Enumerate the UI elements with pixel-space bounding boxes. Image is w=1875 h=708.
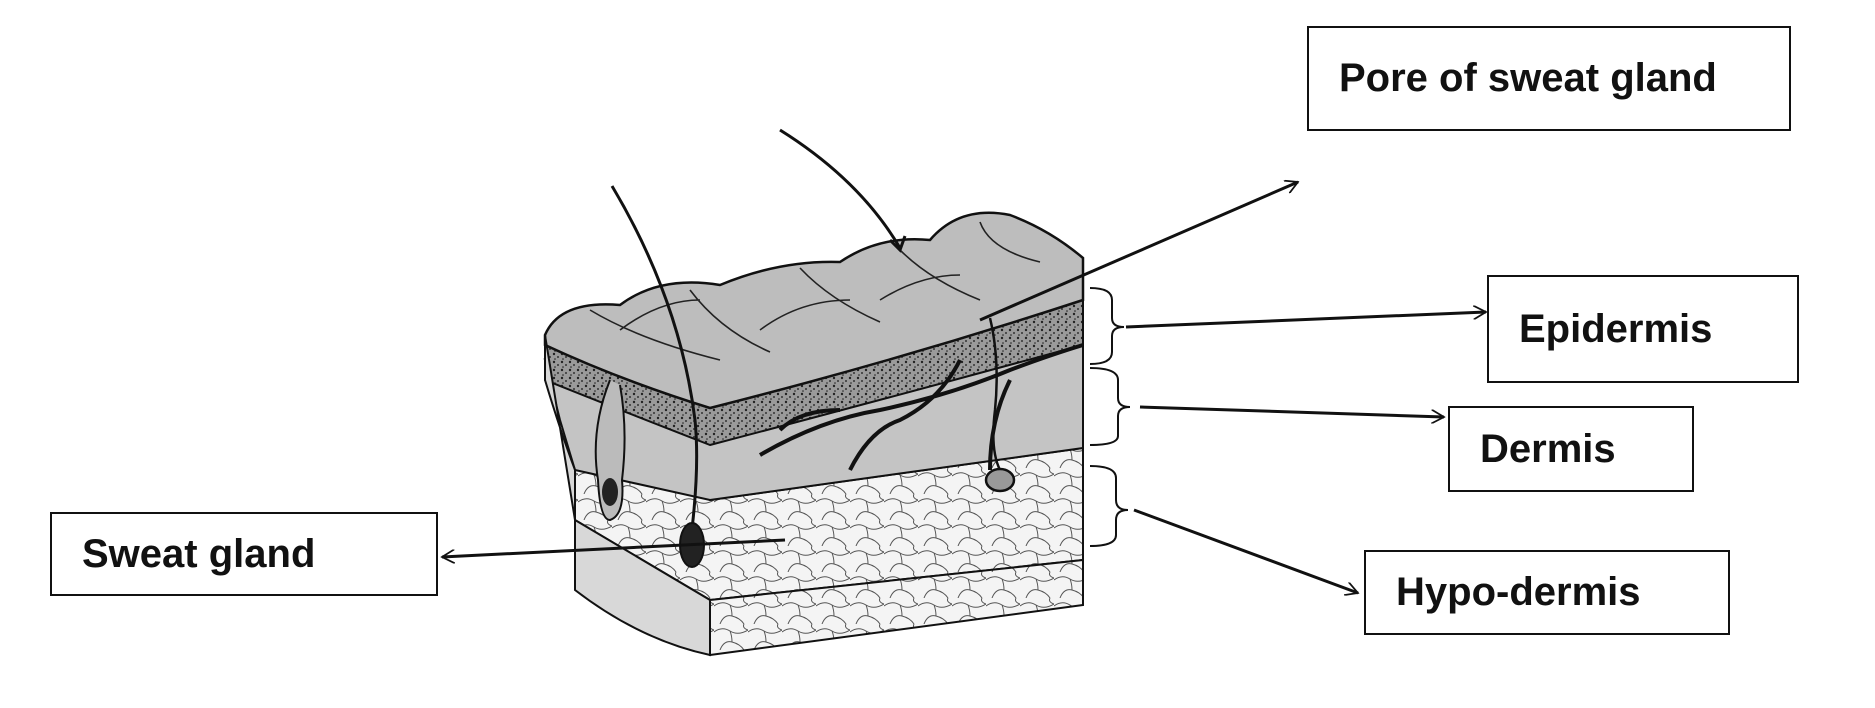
label-pore-of-sweat-gland-text: Pore of sweat gland [1339, 56, 1717, 100]
layer-brackets [1089, 287, 1131, 547]
leader-arrows [442, 182, 1486, 593]
label-sweat-gland-text: Sweat gland [82, 531, 316, 576]
blood-vessels [758, 343, 1084, 471]
hair-shaft-top [779, 128, 902, 249]
surface-wrinkles [589, 221, 1041, 361]
arrow-sweat-gland [442, 538, 786, 557]
sweat-gland-duct [988, 317, 1002, 471]
label-pore-of-sweat-gland: Pore of sweat gland [1307, 26, 1791, 131]
hair-follicle-left [594, 379, 626, 522]
arrow-dermis [1139, 405, 1444, 417]
bracket-hypodermis [1089, 465, 1129, 547]
label-sweat-gland: Sweat gland [50, 512, 438, 596]
bracket-dermis [1089, 367, 1131, 446]
arrow-pore-of-sweat-gland [979, 182, 1298, 322]
sweat-gland-coil [984, 467, 1016, 493]
label-dermis-text: Dermis [1480, 426, 1616, 471]
arrow-epidermis [1125, 312, 1486, 329]
bracket-epidermis [1089, 287, 1125, 365]
label-hypodermis-text: Hypo-dermis [1396, 570, 1641, 614]
arrow-hypodermis [1133, 508, 1358, 593]
label-hypodermis: Hypo-dermis [1364, 550, 1730, 635]
hair-shaft [610, 185, 699, 546]
skin-surface [543, 211, 1085, 410]
label-dermis: Dermis [1448, 406, 1694, 492]
left-face [544, 334, 711, 657]
label-epidermis-text: Epidermis [1519, 306, 1713, 351]
label-epidermis: Epidermis [1487, 275, 1799, 383]
skin-block [543, 128, 1085, 657]
hair-bulb [602, 478, 618, 506]
